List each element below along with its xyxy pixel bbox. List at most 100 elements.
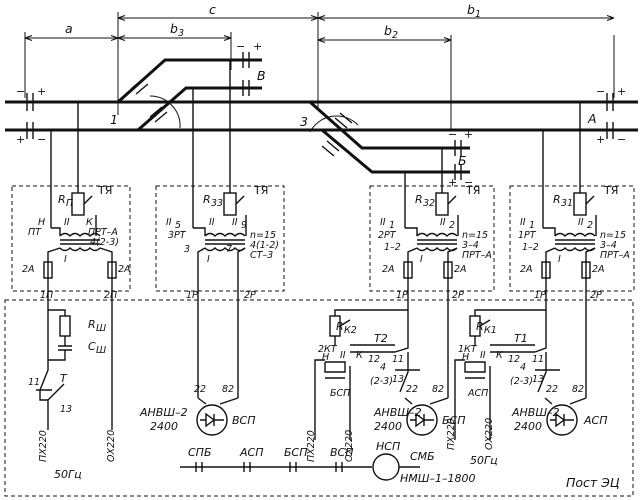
unit1-k-label: К [86,217,94,228]
chain-item: АСП [239,446,263,459]
unit1-fuse-r: 2А [118,264,131,275]
polarity-label: + [16,133,25,146]
unit4-ty-label: ТЯ [603,184,618,197]
t1-k-label: К [496,350,504,361]
unit1-out-r: 2П [104,290,117,301]
relay-unit-4 [509,185,635,300]
t1-circuit [454,300,587,440]
svg-text:R: R [58,193,66,206]
chain-item: БСП [284,446,308,459]
unit2-out-l: 1Р [186,290,198,301]
polarity-label: + [448,176,457,189]
svg-text:II: II [232,217,238,228]
unit4-pins-r: 3–4 [600,240,617,251]
unit2-ty-label: ТЯ [253,184,268,197]
svg-text:II: II [440,217,446,228]
t2-circuit [314,300,449,440]
vsp-pin22: 22 [194,384,206,395]
unit2-rt-label: 3РТ [168,230,187,241]
vsp-anvsh-n: 2400 [150,420,178,433]
svg-text:II: II [578,217,584,228]
t1-p11: 11 [532,354,544,365]
smb-label: СМБ [410,450,435,463]
unit2-out-r: 2Р [244,290,256,301]
nmsh-label: НМШ–1–1800 [400,472,476,485]
dimension-lines [24,12,615,130]
svg-text:R: R [476,320,484,333]
unit3-fuse-l: 2А [382,264,395,275]
t2-label: Т2 [374,332,388,345]
switch-3-label: 3 [300,114,308,129]
polarity-label: − [37,133,46,146]
asp-pin82: 82 [572,384,584,395]
bsp-rect-label: БСП [442,414,466,427]
polarity-label: + [596,133,605,146]
asp-anvsh-n: 2400 [514,420,542,433]
bsp-anvsh: АНВШ–2 [373,406,422,419]
svg-text:1: 1 [389,220,395,231]
ox220-2-label: ОХ220 [344,430,355,462]
post-title: Пост ЭЦ [566,475,620,490]
svg-text:К1: К1 [484,325,497,336]
unit3-fuse-r: 2А [454,264,467,275]
unit2-ii-label: II [209,217,215,228]
unit4-prt-label: ПРТ–А [600,250,630,261]
unit2-st-label: СТ–3 [250,250,273,261]
t2-p4: 4 [380,362,386,373]
post-ec-frame [4,299,634,497]
kt2-label: 2КТ [318,344,338,355]
svg-text:b: b [467,2,475,17]
t1-ii-label: II [480,350,486,361]
unit3-out-r: 2Р [452,290,464,301]
unit3-n-label: n=15 [462,230,488,241]
asp-pin22: 22 [546,384,558,395]
polarity-label: − [236,40,245,53]
svg-text:R: R [203,193,211,206]
polarity-label: + [464,128,473,141]
svg-text:II: II [520,217,526,228]
unit3-pins-r: 3–4 [462,240,479,251]
ox220-3-label: ОХ220 [484,418,495,450]
section-b-label: Б [458,153,467,168]
polarity-label: + [617,85,626,98]
pin11-label: 11 [28,377,40,388]
dim-b1-label: b 1 [467,2,481,20]
svg-text:31: 31 [561,198,573,209]
svg-text:1: 1 [529,220,535,231]
t1-p4: 4 [520,362,526,373]
svg-text:1: 1 [475,9,481,20]
nsp-label: НСП [376,440,400,453]
vsp-anvsh: АНВШ–2 [139,406,188,419]
unit1-pt-label: ПТ [28,227,42,238]
t2-k-label: К [356,350,364,361]
svg-text:Ш: Ш [96,345,106,356]
unit1-fuse-l: 2А [22,264,35,275]
rail-drops [50,60,581,228]
t2-h-label: Н [322,352,329,363]
unit2-pin3: 3 [184,244,190,255]
t1-p12: 12 [508,354,520,365]
switch-1-label: 1 [110,112,118,127]
freq2-label: 50Гц [470,454,498,467]
svg-text:2: 2 [449,220,455,231]
dim-a-label: a [65,21,73,36]
t2-p23: (2-3) [370,376,393,387]
dim-c-label: c [209,2,216,17]
unit1-out-l: 1П [40,290,53,301]
svg-text:R: R [415,193,423,206]
unit4-n-label: n=15 [600,230,626,241]
bsp-anvsh-n: 2400 [374,420,402,433]
bsp-label: БСП [330,388,350,399]
svg-text:R: R [553,193,561,206]
section-a-label: A [587,111,597,126]
svg-text:3: 3 [178,28,184,39]
